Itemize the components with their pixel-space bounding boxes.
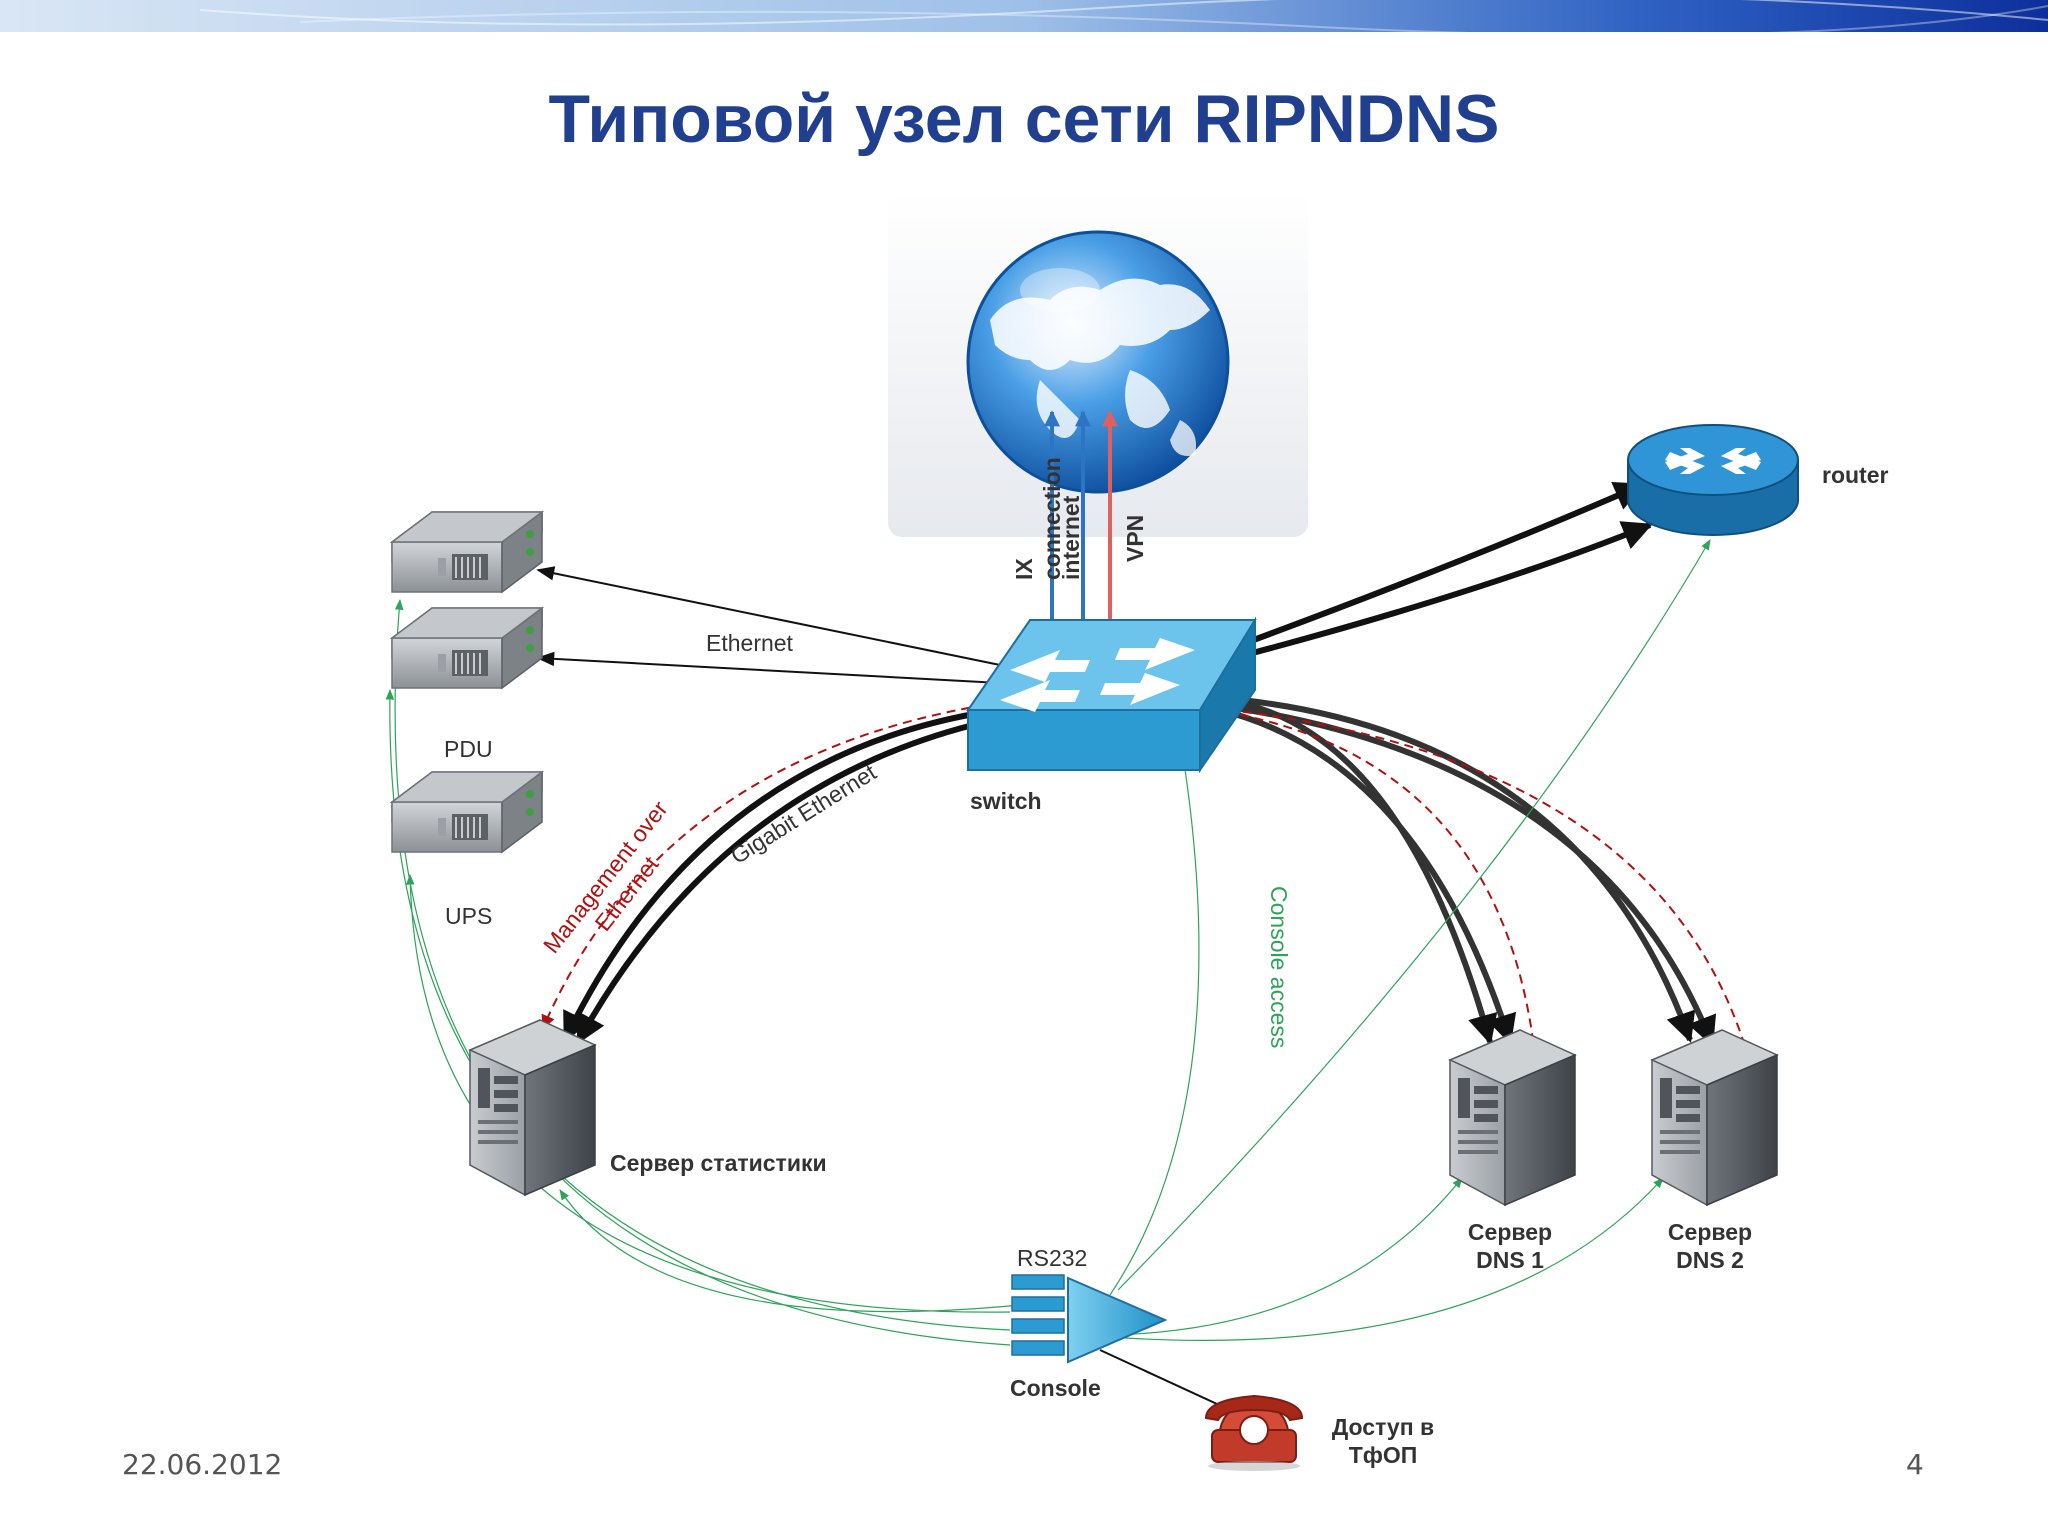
console-access-label: Console access [1266,886,1292,1049]
console-label: Console [1010,1375,1101,1401]
stats-server-icon [469,1019,596,1196]
gigabit-link-dns2-1 [1221,695,1696,1043]
management-link-dns2 [1227,709,1752,1058]
dns1-server-icon [1449,1029,1576,1206]
pdu-unit-2 [391,607,543,689]
dns2-label: Сервер DNS 2 [1650,1218,1770,1274]
ups-unit [391,771,543,853]
pstn-label-line2: ТфОП [1348,1442,1418,1468]
router-label: router [1822,462,1889,488]
gigabit-link-stats-1 [562,709,986,1043]
dns2-label-line1: Сервер [1667,1219,1753,1245]
dns1-label-line2: DNS 1 [1476,1247,1544,1273]
stats-server-label: Сервер статистики [610,1150,827,1176]
console-link-dns2 [1124,1177,1664,1341]
console-server-icon [1011,1274,1168,1364]
uplink-router-1 [1238,482,1645,648]
gigabit-link-stats-2 [575,719,986,1045]
console-link-router [1117,539,1711,1291]
vpn-label: VPN [1122,514,1148,562]
console-link-pdu-1 [394,598,1011,1346]
switch-label: switch [970,788,1042,814]
pstn-line [1099,1349,1231,1411]
console-link-dns1 [1109,1177,1463,1336]
pstn-label-line1: Доступ в [1331,1414,1435,1440]
ethernet-link-pdu-1 [536,566,1001,666]
dns1-label-line1: Сервер [1467,1219,1553,1245]
ethernet-link-pdu-2 [536,651,1001,684]
dns2-label-line2: DNS 2 [1676,1247,1744,1273]
internet-label: internet [1058,495,1084,580]
router-icon [1627,424,1799,536]
telephone-icon [1204,1394,1304,1471]
ix-label-line1: IX [1011,558,1037,580]
page-number: 4 [1906,1448,1924,1481]
globe-icon [966,230,1230,494]
console-link-ups [405,873,1011,1313]
pdu-unit-1 [391,511,543,593]
gigabit-link-dns2-2 [1221,703,1717,1047]
gigabit-link-dns1-2 [1219,707,1517,1045]
console-link-stats [559,1189,1021,1313]
rs232-label: RS232 [1017,1245,1088,1271]
gigabit-link-dns1-1 [1219,697,1498,1045]
management-link-dns1 [1224,711,1541,1057]
dns2-server-icon [1651,1029,1778,1206]
uplink-router-2 [1244,521,1653,658]
header-banner [0,0,2048,32]
page-title: Типовой узел сети RIPNDNS [548,81,1500,157]
dns1-label: Сервер DNS 1 [1450,1218,1570,1274]
console-link-switch [1109,735,1200,1296]
ethernet-label: Ethernet [706,630,793,656]
pstn-label: Доступ в ТфОП [1318,1413,1448,1469]
switch-icon [966,616,1257,774]
ups-label: UPS [445,903,493,929]
footer-date: 22.06.2012 [122,1448,283,1481]
pdu-label: PDU [444,736,493,762]
